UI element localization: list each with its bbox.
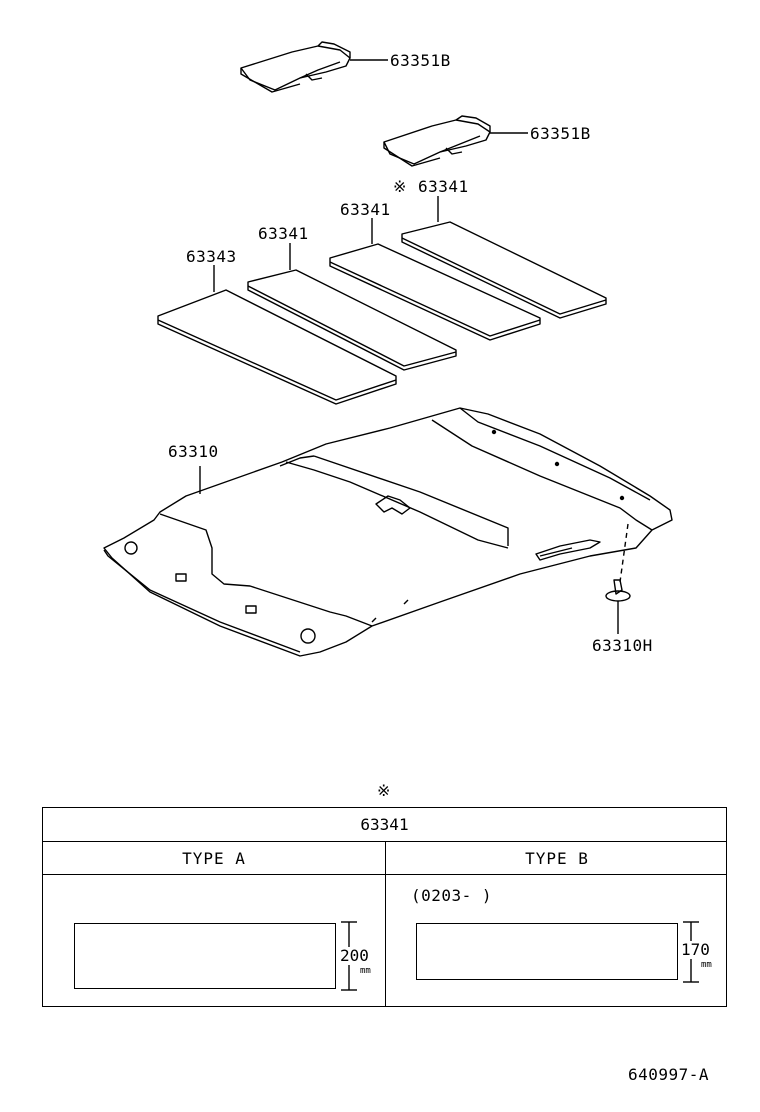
table-note-marker: ※ — [377, 781, 391, 800]
label-63341-star: 63341 — [418, 177, 469, 196]
pad-63341-star — [401, 196, 607, 319]
headliner-clip — [605, 579, 631, 634]
label-63341-b: 63341 — [340, 200, 391, 219]
variant-table: 63341 TYPE A TYPE B 200 mm (0203- ) 170 … — [42, 807, 727, 1007]
parts-diagram — [103, 41, 673, 657]
pad-63343 — [157, 265, 397, 405]
type-b-unit: mm — [701, 960, 712, 970]
type-b-date-range: (0203- ) — [411, 886, 493, 905]
label-63343: 63343 — [186, 247, 237, 266]
label-63351b-mid: 63351B — [530, 124, 591, 143]
type-b-dimension: 170 — [681, 940, 710, 959]
label-63310: 63310 — [168, 442, 219, 461]
sunvisor-holder-top — [240, 41, 388, 93]
type-a-unit: mm — [360, 966, 371, 976]
pad-63341-a — [247, 243, 457, 371]
note-marker: ※ — [393, 177, 407, 196]
type-a-header: TYPE A — [182, 849, 246, 868]
pad-63341-b — [329, 218, 541, 341]
roof-headliner — [103, 407, 673, 657]
table-header-row: TYPE A TYPE B — [43, 842, 726, 875]
label-63310h: 63310H — [592, 636, 653, 655]
type-a-dimension: 200 — [340, 946, 369, 965]
sunvisor-holder-mid — [383, 115, 528, 167]
table-title: 63341 — [43, 808, 726, 842]
label-63341-a: 63341 — [258, 224, 309, 243]
label-63351b-top: 63351B — [390, 51, 451, 70]
type-b-header: TYPE B — [525, 849, 589, 868]
type-b-pad-shape — [416, 923, 678, 980]
drawing-code: 640997-A — [628, 1065, 710, 1084]
table-divider — [385, 842, 386, 1006]
type-a-pad-shape — [74, 923, 336, 989]
